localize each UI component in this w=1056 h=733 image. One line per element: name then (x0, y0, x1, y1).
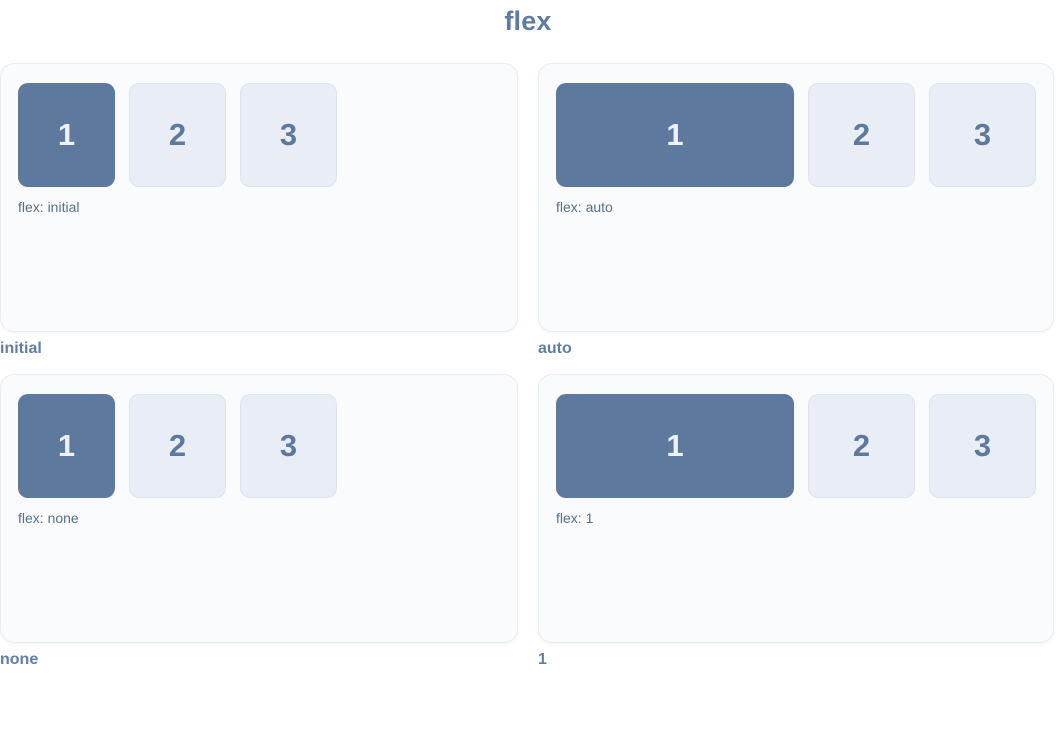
flex-caption: flex: none (18, 510, 79, 526)
flex-items-row: 1 2 3 (18, 83, 500, 187)
flex-caption: flex: initial (18, 199, 80, 215)
panel-flex-none: 1 2 3 flex: none (0, 374, 518, 643)
flex-item-1: 1 (18, 83, 115, 187)
flex-item-2: 2 (808, 394, 915, 498)
flex-item-1: 1 (18, 394, 115, 498)
flex-item-3: 3 (929, 83, 1036, 187)
cell-one: 1 2 3 flex: 1 1 (538, 374, 1054, 669)
flex-item-3: 3 (240, 83, 337, 187)
cell-none: 1 2 3 flex: none none (0, 374, 518, 669)
flex-item-2: 2 (129, 394, 226, 498)
panel-flex-1: 1 2 3 flex: 1 (538, 374, 1054, 643)
flex-items-row: 1 2 3 (18, 394, 500, 498)
cell-initial: 1 2 3 flex: initial initial (0, 63, 518, 358)
panel-label-1: 1 (538, 651, 547, 668)
flex-item-2: 2 (808, 83, 915, 187)
flex-items-row: 1 2 3 (556, 83, 1036, 187)
flex-item-1: 1 (556, 83, 794, 187)
flex-caption: flex: auto (556, 199, 613, 215)
flex-items-row: 1 2 3 (556, 394, 1036, 498)
panel-label-auto: auto (538, 340, 572, 357)
panel-label-initial: initial (0, 340, 42, 357)
flex-item-2: 2 (129, 83, 226, 187)
flex-item-1: 1 (556, 394, 794, 498)
panel-label-none: none (0, 651, 39, 668)
flex-item-3: 3 (929, 394, 1036, 498)
flex-caption: flex: 1 (556, 510, 594, 526)
cell-auto: 1 2 3 flex: auto auto (538, 63, 1054, 358)
panel-flex-initial: 1 2 3 flex: initial (0, 63, 518, 332)
panel-flex-auto: 1 2 3 flex: auto (538, 63, 1054, 332)
panels-grid: 1 2 3 flex: initial initial 1 2 3 flex: … (0, 63, 1056, 669)
flex-item-3: 3 (240, 394, 337, 498)
page-title: flex (504, 6, 552, 36)
